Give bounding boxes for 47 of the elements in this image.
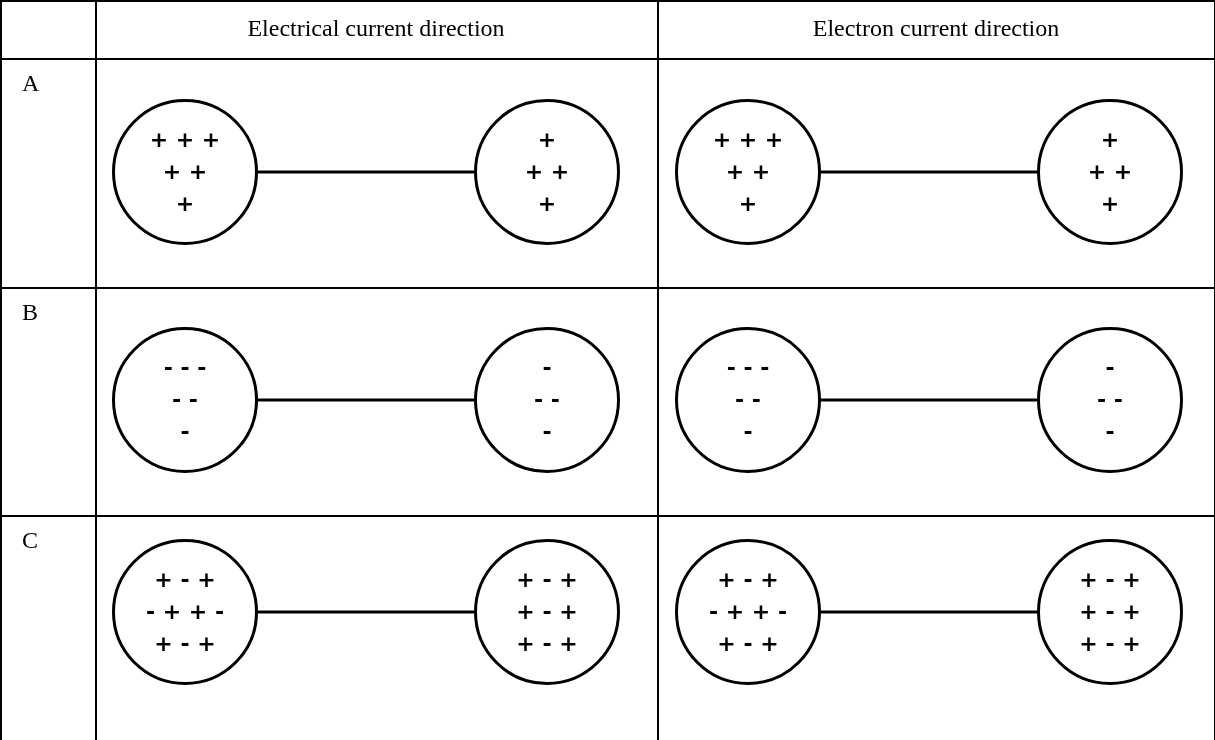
charge-signs: + - +	[1079, 632, 1141, 656]
column-heading: Electron current direction	[812, 15, 1060, 42]
connecting-wire	[258, 170, 474, 174]
charge-signs: - -	[534, 388, 560, 412]
charge-signs: -	[542, 356, 552, 380]
charge-signs: + +	[725, 160, 771, 184]
charge-signs: - -	[172, 388, 198, 412]
row-label: A	[22, 70, 40, 97]
charge-signs: +	[537, 192, 557, 216]
charge-signs: + +	[1087, 160, 1133, 184]
connecting-wire	[821, 610, 1037, 614]
charge-signs: +	[738, 192, 758, 216]
column-heading: Electrical current direction	[247, 15, 505, 42]
connecting-wire	[821, 170, 1037, 174]
charge-signs: - + + -	[708, 600, 788, 624]
charge-signs: -	[1105, 420, 1115, 444]
charge-signs: - -	[735, 388, 761, 412]
charge-signs: - - -	[726, 356, 770, 380]
charge-signs: + - +	[717, 632, 779, 656]
charge-signs: +	[537, 128, 557, 152]
charge-signs: + - +	[717, 568, 779, 592]
charge-signs: - - -	[163, 356, 207, 380]
charge-signs: -	[180, 420, 190, 444]
charge-signs: + +	[162, 160, 208, 184]
charge-signs: + - +	[154, 632, 216, 656]
charge-signs: +	[1100, 192, 1120, 216]
charge-signs: -	[743, 420, 753, 444]
charge-signs: + - +	[516, 600, 578, 624]
charge-signs: + - +	[516, 632, 578, 656]
charge-signs: + - +	[516, 568, 578, 592]
charge-signs: - + + -	[145, 600, 225, 624]
charge-signs: - -	[1097, 388, 1123, 412]
charge-signs: + - +	[1079, 568, 1141, 592]
row-label: C	[22, 527, 38, 554]
charge-signs: + - +	[1079, 600, 1141, 624]
connecting-wire	[258, 610, 474, 614]
charge-signs: + +	[524, 160, 570, 184]
connecting-wire	[821, 398, 1037, 402]
row-label: B	[22, 299, 38, 326]
charge-signs: + + +	[712, 128, 784, 152]
charge-signs: +	[175, 192, 195, 216]
charge-signs: -	[542, 420, 552, 444]
connecting-wire	[258, 398, 474, 402]
charge-signs: +	[1100, 128, 1120, 152]
charge-signs: + - +	[154, 568, 216, 592]
charge-signs: + + +	[149, 128, 221, 152]
charge-signs: -	[1105, 356, 1115, 380]
